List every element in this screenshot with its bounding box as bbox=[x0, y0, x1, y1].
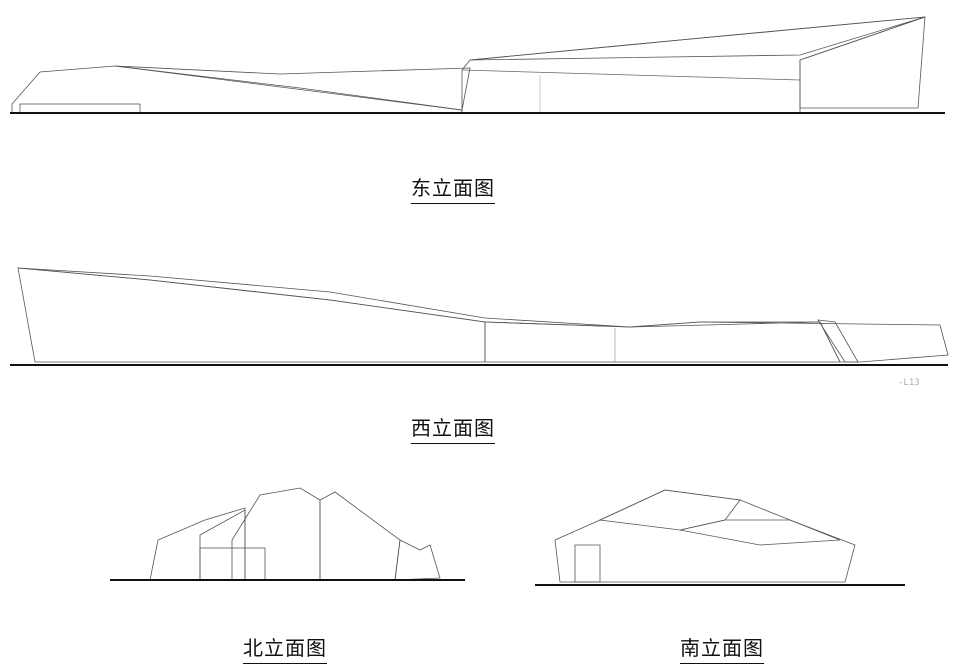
west-elevation bbox=[10, 267, 949, 366]
north-elevation bbox=[110, 487, 465, 581]
west-elevation-title: 西立面图 bbox=[411, 412, 495, 444]
east-elevation-title: 东立面图 bbox=[411, 172, 495, 204]
south-elevation-title: 南立面图 bbox=[680, 632, 764, 664]
north-elevation-title: 北立面图 bbox=[243, 632, 327, 664]
level-label: -L13 bbox=[898, 378, 920, 388]
east-elevation bbox=[10, 16, 945, 114]
south-elevation bbox=[535, 489, 905, 586]
